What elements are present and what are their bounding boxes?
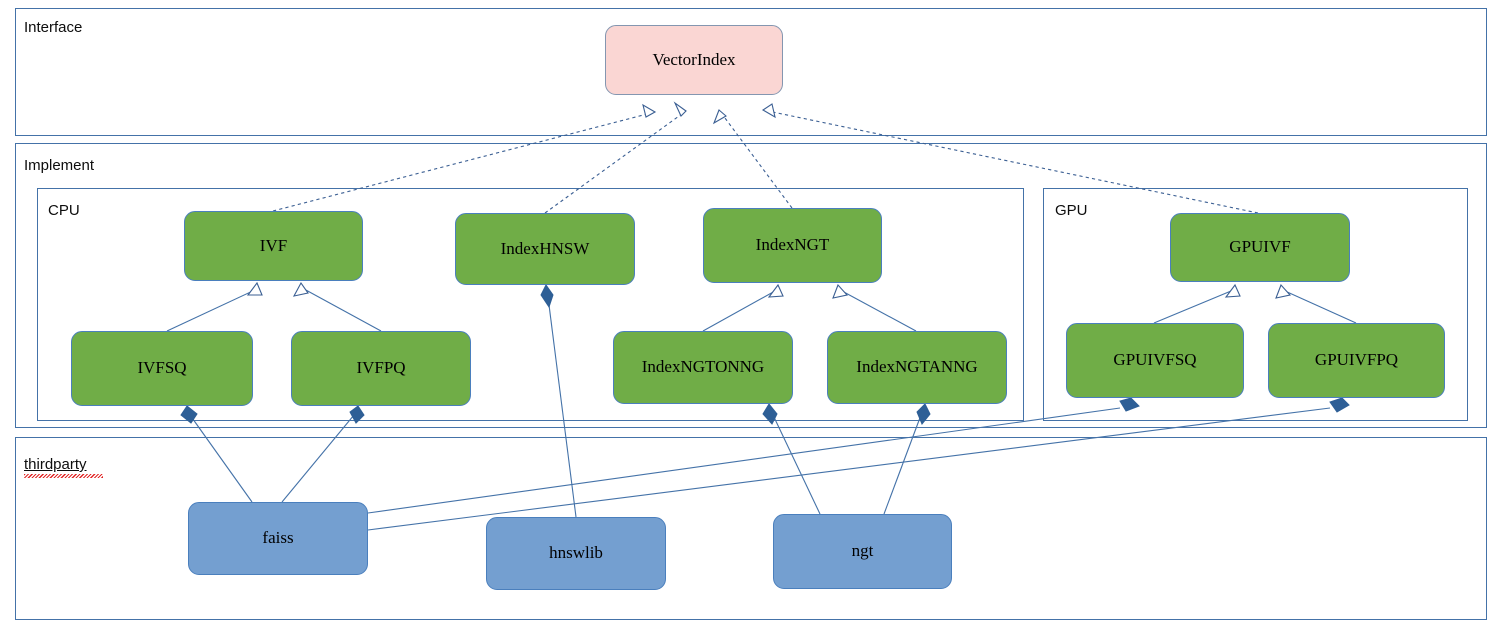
panel-interface-label: Interface [24,19,83,36]
node-indexngt-label: IndexNGT [755,235,830,255]
node-gpuivfpq[interactable]: GPUIVFPQ [1268,323,1445,398]
panel-gpu-label: GPU [1055,202,1088,219]
node-ivfpq[interactable]: IVFPQ [291,331,471,406]
node-gpuivfsq[interactable]: GPUIVFSQ [1066,323,1244,398]
node-indexngtanng[interactable]: IndexNGTANNG [827,331,1007,404]
node-vectorindex-label: VectorIndex [652,49,736,69]
node-ngt[interactable]: ngt [773,514,952,589]
panel-thirdparty-label: thirdparty [24,456,87,473]
node-gpuivfpq-label: GPUIVFPQ [1314,350,1399,370]
node-ivfpq-label: IVFPQ [356,358,406,378]
node-faiss[interactable]: faiss [188,502,368,575]
panel-implement-label: Implement [24,157,95,174]
node-ngt-label: ngt [851,541,874,561]
node-ivf[interactable]: IVF [184,211,363,281]
node-indexhnsw[interactable]: IndexHNSW [455,213,635,285]
node-indexngtonng[interactable]: IndexNGTONNG [613,331,793,404]
node-gpuivf-label: GPUIVF [1229,237,1291,257]
panel-cpu-label: CPU [48,202,80,219]
node-indexhnsw-label: IndexHNSW [500,238,590,258]
node-hnswlib[interactable]: hnswlib [486,517,666,590]
node-indexngtonng-label: IndexNGTONNG [641,357,765,377]
node-vectorindex[interactable]: VectorIndex [605,25,783,95]
node-ivfsq-label: IVFSQ [137,358,187,378]
node-indexngt[interactable]: IndexNGT [703,208,882,283]
node-faiss-label: faiss [262,528,294,548]
node-hnswlib-label: hnswlib [549,543,603,563]
spellcheck-underline [24,474,103,478]
node-gpuivfsq-label: GPUIVFSQ [1113,350,1197,370]
node-ivf-label: IVF [259,235,288,255]
node-indexngtanng-label: IndexNGTANNG [856,357,978,377]
node-gpuivf[interactable]: GPUIVF [1170,213,1350,282]
node-ivfsq[interactable]: IVFSQ [71,331,253,406]
